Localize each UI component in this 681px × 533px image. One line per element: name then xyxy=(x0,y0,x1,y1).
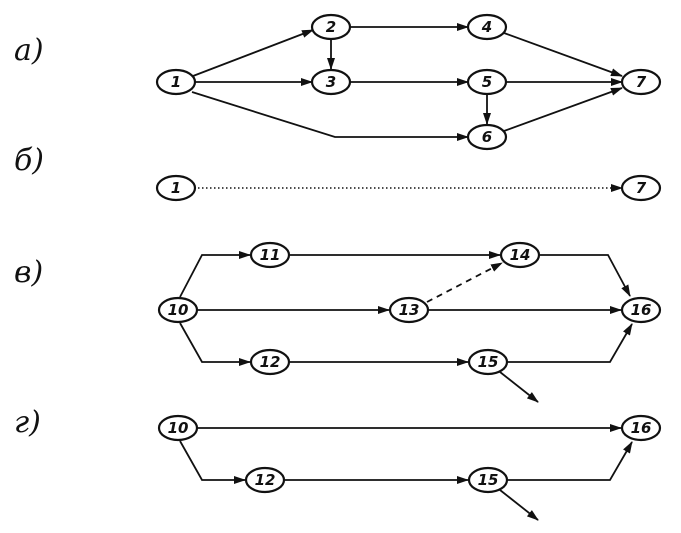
panel-label-b: б) xyxy=(14,143,44,178)
node-a-6: 6 xyxy=(466,123,508,151)
node-b-1: 1 xyxy=(155,174,197,202)
node-ellipse xyxy=(620,174,662,202)
node-ellipse xyxy=(620,296,662,324)
node-label: 3 xyxy=(326,73,336,91)
node-v-13: 13 xyxy=(388,296,430,324)
node-label: 15 xyxy=(478,353,499,371)
node-label: 10 xyxy=(168,301,189,319)
edge-a-n6-n7 xyxy=(503,87,623,132)
node-g-15: 15 xyxy=(467,466,509,494)
edge-g-n10-n12 xyxy=(179,440,246,484)
node-label: 1 xyxy=(171,73,181,91)
node-label: 10 xyxy=(168,419,189,437)
node-ellipse xyxy=(467,348,509,376)
node-label: 16 xyxy=(631,301,652,319)
node-ellipse xyxy=(155,174,197,202)
node-label: 6 xyxy=(482,128,492,146)
node-label: 15 xyxy=(478,471,499,489)
node-a-5: 5 xyxy=(466,68,508,96)
edge-a-n1-n2 xyxy=(192,29,314,77)
node-v-14: 14 xyxy=(499,241,541,269)
node-b-7: 7 xyxy=(620,174,662,202)
node-a-4: 4 xyxy=(466,13,508,41)
edge-v-n14-n16 xyxy=(540,254,631,297)
node-ellipse xyxy=(249,348,291,376)
node-label: 4 xyxy=(481,18,492,36)
node-ellipse xyxy=(466,68,508,96)
node-ellipse xyxy=(466,123,508,151)
panel-g-edges xyxy=(179,424,633,521)
panel-label-v: в) xyxy=(14,255,43,290)
node-ellipse xyxy=(157,414,199,442)
node-ellipse xyxy=(388,296,430,324)
node-ellipse xyxy=(620,414,662,442)
node-ellipse xyxy=(467,466,509,494)
node-ellipse xyxy=(155,68,197,96)
node-a-2: 2 xyxy=(310,13,352,41)
node-a-1: 1 xyxy=(155,68,197,96)
edge-v-n15-outgoing xyxy=(499,371,539,403)
node-a-3: 3 xyxy=(310,68,352,96)
node-g-12: 12 xyxy=(244,466,286,494)
edge-g-n15-n16 xyxy=(507,441,633,481)
edges-layer xyxy=(179,23,633,521)
edge-v-n13-n14 xyxy=(426,262,503,303)
node-label: 2 xyxy=(326,18,336,36)
node-v-12: 12 xyxy=(249,348,291,376)
edge-v-n10-n12 xyxy=(179,322,251,366)
edge-g-n15-outgoing xyxy=(499,489,539,521)
node-v-11: 11 xyxy=(249,241,291,269)
node-label: 14 xyxy=(510,246,531,264)
node-label: 7 xyxy=(636,73,647,91)
node-label: 12 xyxy=(255,471,276,489)
node-v-15: 15 xyxy=(467,348,509,376)
panel-g-nodes: 10 12 15 16 xyxy=(157,414,662,494)
node-v-10: 10 xyxy=(157,296,199,324)
panel-v-edges xyxy=(179,251,633,403)
node-label: 5 xyxy=(482,73,492,91)
panel-label-a: а) xyxy=(14,33,44,68)
edge-v-n15-n16 xyxy=(507,323,633,363)
panel-label-g: г) xyxy=(14,405,41,440)
node-label: 12 xyxy=(260,353,281,371)
node-ellipse xyxy=(249,241,291,269)
node-label: 16 xyxy=(631,419,652,437)
node-ellipse xyxy=(499,241,541,269)
node-label: 13 xyxy=(399,301,420,319)
panel-a-nodes: 1 2 3 4 5 6 7 xyxy=(155,13,662,151)
panel-a-edges xyxy=(191,23,623,141)
panel-v-nodes: 10 11 12 13 14 15 16 xyxy=(157,241,662,376)
node-a-7: 7 xyxy=(620,68,662,96)
node-g-10: 10 xyxy=(157,414,199,442)
node-ellipse xyxy=(310,68,352,96)
edge-a-n1-n6 xyxy=(191,91,469,141)
node-label: 7 xyxy=(636,179,647,197)
node-ellipse xyxy=(620,68,662,96)
node-label: 1 xyxy=(171,179,181,197)
node-label: 11 xyxy=(260,246,281,264)
edge-v-n10-n11 xyxy=(179,251,251,298)
node-v-16: 16 xyxy=(620,296,662,324)
node-ellipse xyxy=(310,13,352,41)
edge-a-n4-n7 xyxy=(503,32,623,77)
node-ellipse xyxy=(244,466,286,494)
node-ellipse xyxy=(466,13,508,41)
node-ellipse xyxy=(157,296,199,324)
node-g-16: 16 xyxy=(620,414,662,442)
